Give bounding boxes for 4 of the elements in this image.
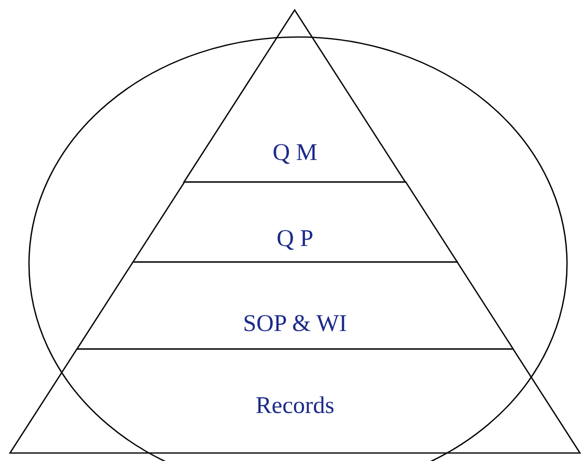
layer-label: Q P xyxy=(276,226,314,253)
layer-label: Records xyxy=(256,393,334,420)
layer-label: SOP & WI xyxy=(242,311,347,338)
layer-label: Q M xyxy=(272,140,318,167)
